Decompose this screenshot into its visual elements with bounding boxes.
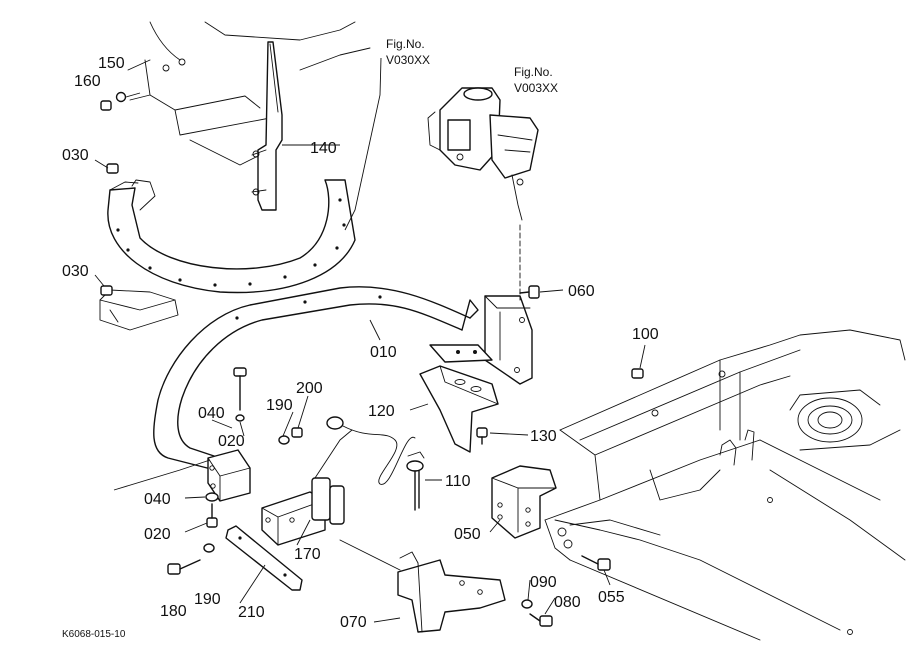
part-label-190a: 190	[266, 397, 293, 414]
part-label-070: 070	[340, 614, 367, 631]
figure-ref-2-line2: V003XX	[514, 81, 558, 95]
leader-lines	[94, 57, 646, 623]
part-110-pin	[326, 416, 425, 511]
part-label-180: 180	[160, 603, 187, 620]
figure-ref-1-line2: V030XX	[386, 53, 430, 67]
deck-rim-band	[107, 179, 356, 294]
part-170-hinge	[261, 429, 353, 546]
part-label-040a: 040	[198, 405, 225, 422]
part-050-bracket	[491, 465, 557, 539]
part-140-plate	[251, 41, 283, 211]
part-label-050: 050	[454, 526, 481, 543]
part-label-150: 150	[98, 55, 125, 72]
part-label-030b: 030	[62, 263, 89, 280]
part-label-020a: 020	[218, 433, 245, 450]
part-label-200: 200	[296, 380, 323, 397]
part-label-160: 160	[74, 73, 101, 90]
figure-ref-2-line1: Fig.No.	[514, 65, 553, 79]
part-label-080: 080	[554, 594, 581, 611]
fasteners	[100, 91, 644, 627]
part-label-060: 060	[568, 283, 595, 300]
part-callouts: 150 160 140 030 030 060 010 100 200 190 …	[62, 55, 659, 631]
drawing-code: K6068-015-10	[62, 629, 126, 640]
part-label-020b: 020	[144, 526, 171, 543]
part-130-bolt	[476, 427, 488, 445]
deck-housing-outline	[127, 21, 371, 166]
figure-ref-v003xx: Fig.No. V003XX	[514, 65, 558, 95]
handle-mount-bracket	[429, 224, 533, 385]
part-label-140: 140	[310, 140, 337, 157]
deck-side-bracket	[99, 289, 179, 331]
part-120-bracket	[419, 365, 499, 453]
part-label-190b: 190	[194, 591, 221, 608]
part-label-110: 110	[445, 473, 471, 490]
part-210-bar	[225, 525, 303, 591]
part-label-210: 210	[238, 604, 265, 621]
tractor-frame	[544, 329, 906, 641]
valve-assembly	[427, 87, 539, 221]
part-label-030a: 030	[62, 147, 89, 164]
figure-ref-1-line1: Fig.No.	[386, 37, 425, 51]
figure-ref-v030xx: Fig.No. V030XX	[386, 37, 430, 67]
part-label-040b: 040	[144, 491, 171, 508]
part-label-055: 055	[598, 589, 625, 606]
part-label-120: 120	[368, 403, 395, 420]
part-label-100: 100	[632, 326, 659, 343]
part-label-130: 130	[530, 428, 557, 445]
part-label-090: 090	[530, 574, 557, 591]
part-label-170: 170	[294, 546, 321, 563]
part-010-handle-bar	[153, 286, 479, 502]
part-070-plate	[339, 539, 506, 633]
part-label-010: 010	[370, 344, 397, 361]
